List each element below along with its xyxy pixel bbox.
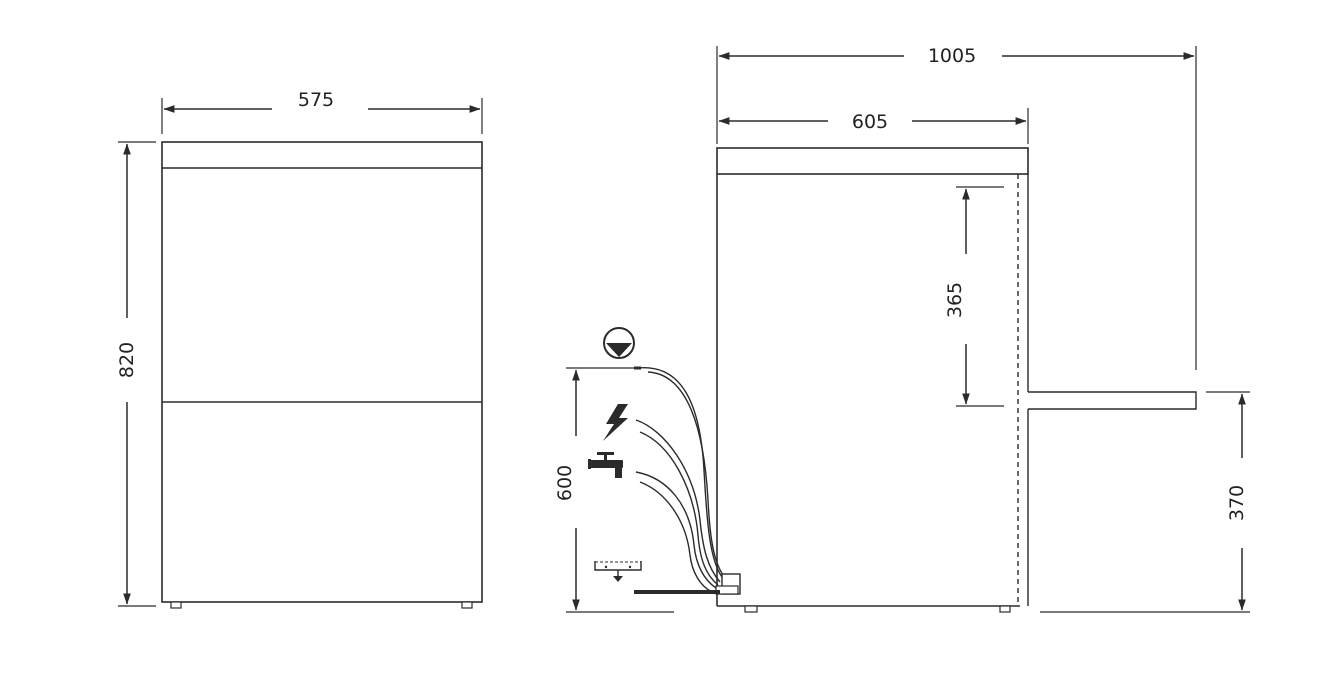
dim-open-door-height: 370	[1040, 391, 1250, 613]
power-cable-outer	[639, 431, 719, 586]
drain-hose-outer	[647, 371, 727, 580]
lightning-icon	[603, 404, 628, 441]
dim-door-clearance: 365	[944, 186, 1004, 407]
front-height-label: 820	[116, 342, 138, 378]
front-width-label: 575	[298, 89, 334, 111]
front-view	[161, 141, 483, 609]
body-depth-label: 605	[852, 111, 888, 133]
connection-hoses	[634, 366, 741, 595]
front-foot-right	[461, 601, 473, 609]
dim-front-height: 820	[116, 141, 156, 607]
open-door-panel	[1028, 391, 1197, 410]
door-clearance-label: 365	[944, 282, 966, 318]
dim-front-width: 575	[161, 89, 483, 134]
side-foot-front	[744, 605, 758, 613]
connections-height-label: 600	[554, 465, 576, 501]
side-view	[716, 147, 1197, 613]
water-hose	[635, 471, 717, 589]
side-top-cover	[716, 147, 1029, 175]
power-cable	[635, 419, 721, 583]
side-foot-back	[999, 605, 1011, 613]
open-door-height-label: 370	[1226, 485, 1248, 521]
front-foot-left	[170, 601, 182, 609]
drain-icon	[603, 327, 635, 359]
water-hose-outer	[639, 481, 713, 593]
water-tap-icon	[588, 452, 623, 478]
drain-hose	[637, 367, 723, 578]
dim-total-depth: 1005	[716, 45, 1197, 370]
dim-body-depth: 605	[718, 108, 1029, 144]
dim-connections-height: 600	[554, 367, 674, 613]
total-depth-label: 1005	[928, 45, 976, 67]
front-body-outline	[161, 141, 483, 603]
floor-drain-icon	[594, 561, 642, 582]
